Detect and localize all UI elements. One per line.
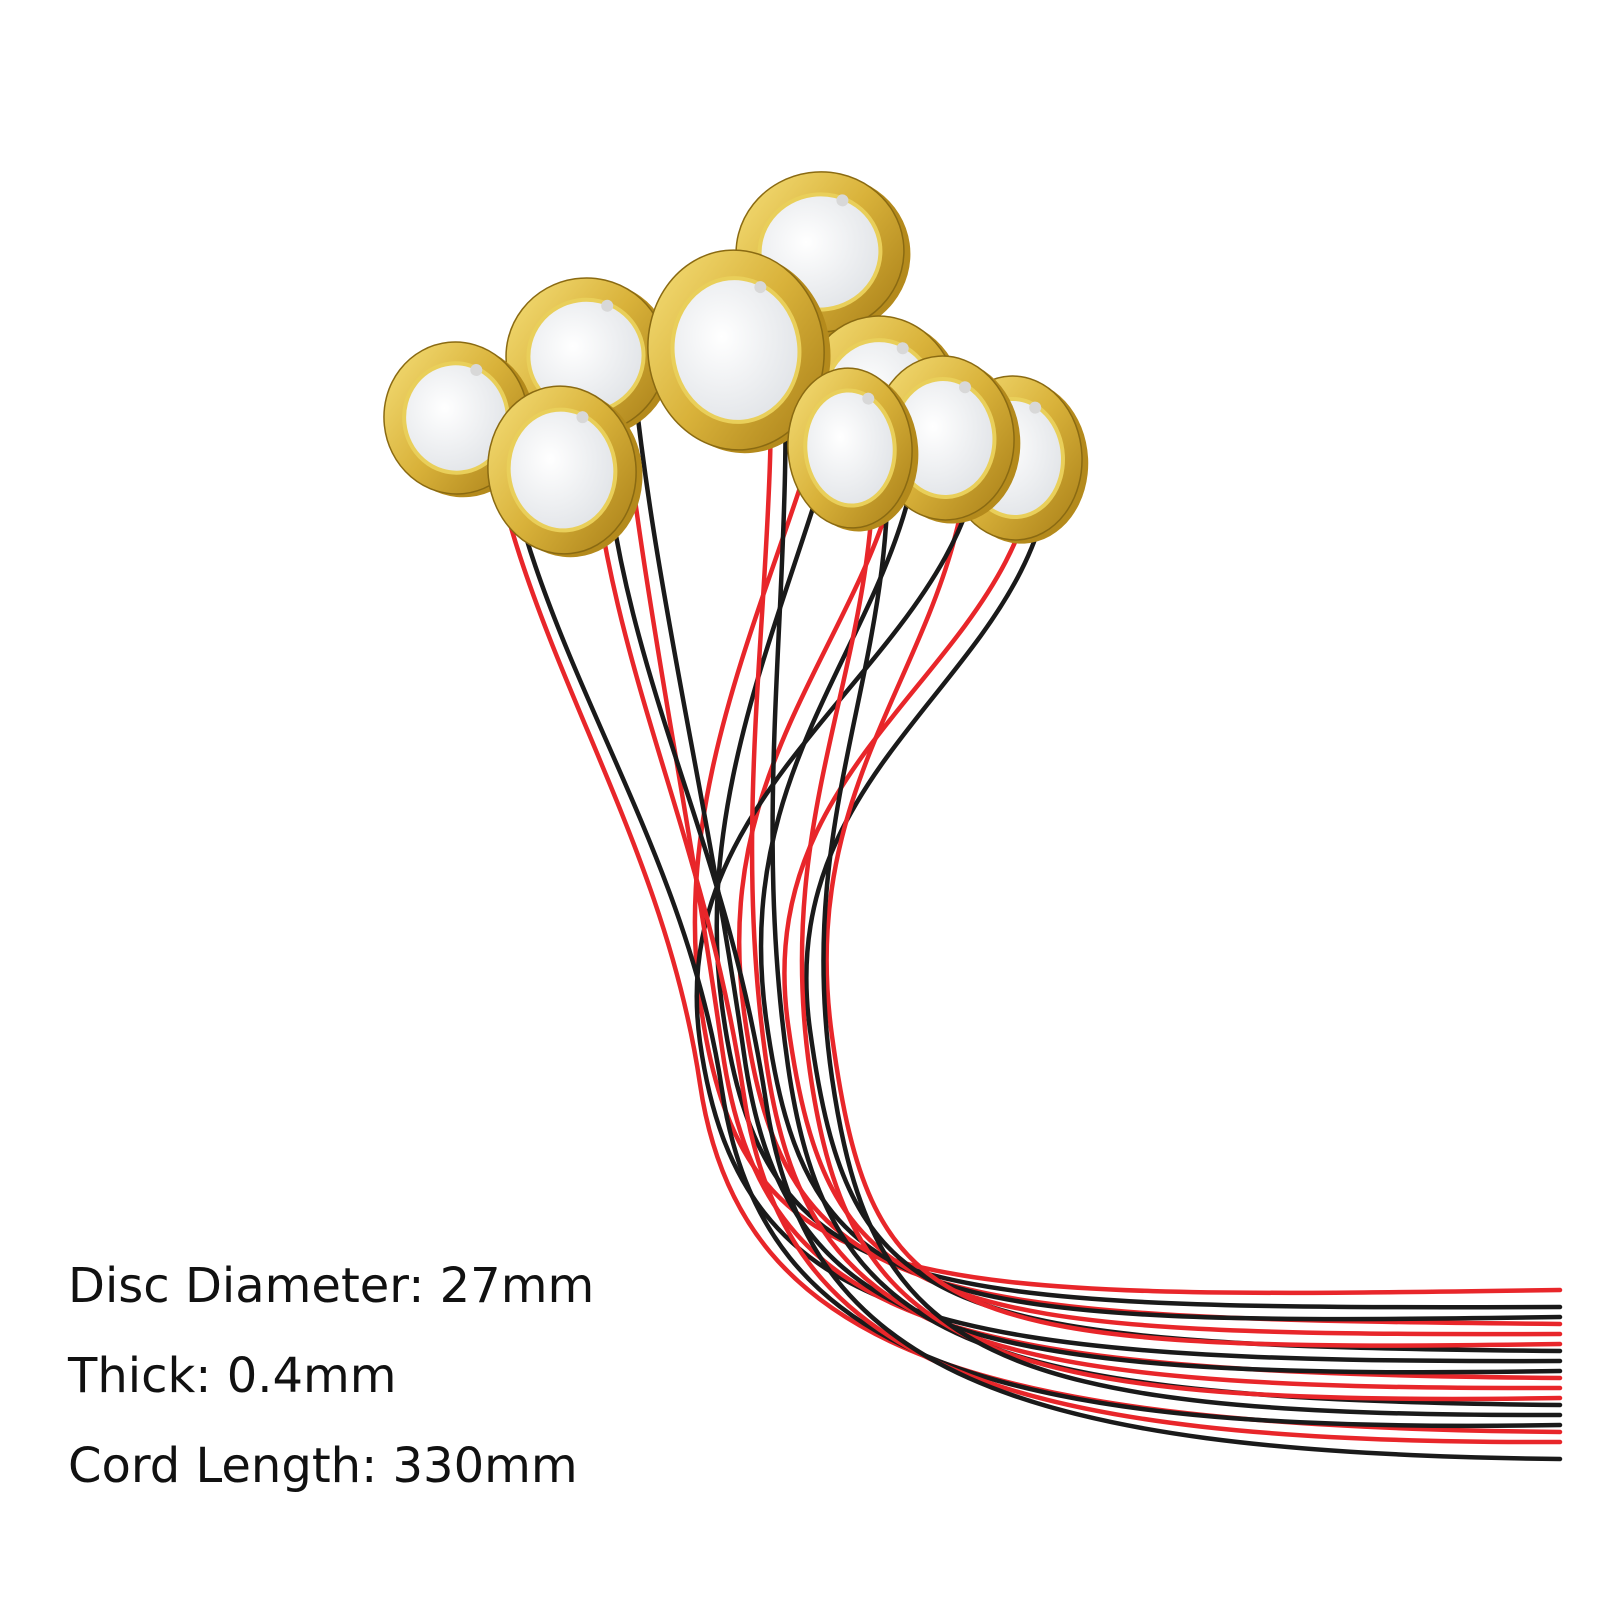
black-wire <box>821 407 1563 1418</box>
black-wire <box>694 396 1563 1364</box>
solder-point <box>836 194 849 207</box>
red-wire <box>749 287 1563 1391</box>
black-wire <box>804 416 1563 1354</box>
disc-diameter-label: Disc Diameter: 27mm <box>68 1258 595 1314</box>
red-wire <box>782 406 1563 1337</box>
piezo-disc <box>647 249 831 454</box>
solder-point <box>601 299 614 312</box>
black-wire <box>492 380 1563 1429</box>
solder-point <box>896 342 909 355</box>
cord-length-label: Cord Length: 330mm <box>68 1438 578 1494</box>
thickness-label: Thick: 0.4mm <box>68 1348 397 1404</box>
wire-bundle <box>478 201 1563 1462</box>
piezo-disc <box>873 355 1021 524</box>
solder-point <box>754 281 767 294</box>
solder-point <box>1029 401 1042 414</box>
red-wire <box>585 417 1563 1445</box>
solder-point <box>470 364 483 377</box>
black-wire <box>625 316 1563 1375</box>
piezo-disc-group <box>383 171 1089 558</box>
solder-point <box>959 381 972 394</box>
solder-point <box>576 411 589 424</box>
red-wire <box>824 386 1563 1348</box>
black-wire <box>599 427 1563 1462</box>
piezo-disc <box>787 367 919 532</box>
red-wire <box>799 397 1563 1402</box>
spec-text-block: Disc Diameter: 27mm Thick: 0.4mm Cord Le… <box>68 1262 594 1532</box>
solder-point <box>862 392 875 405</box>
piezo-disc <box>487 385 643 558</box>
